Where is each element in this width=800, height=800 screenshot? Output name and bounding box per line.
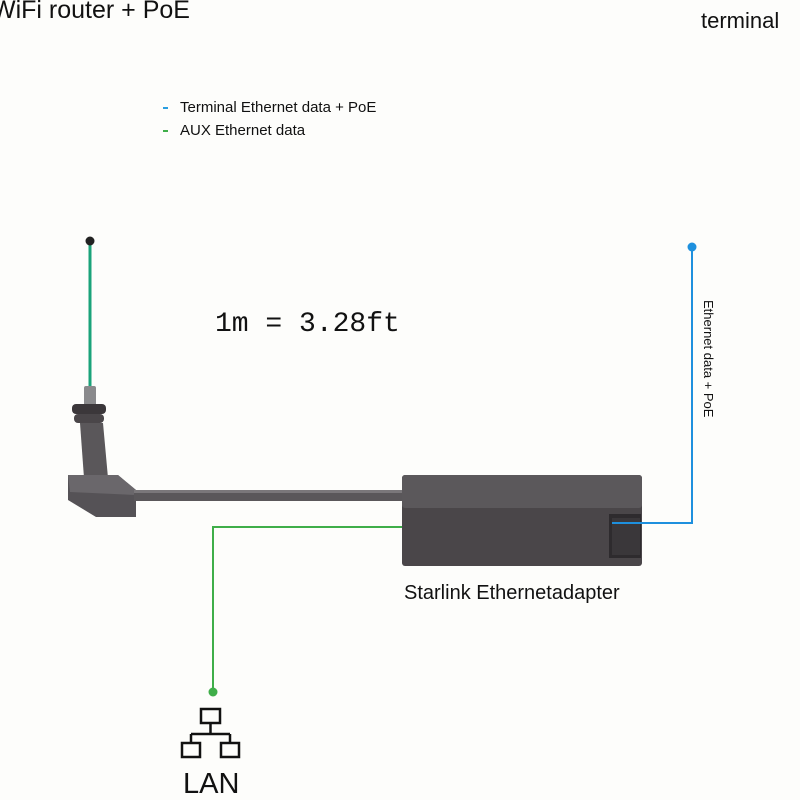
- lan-label: LAN: [183, 768, 240, 800]
- adapter-label: Starlink Ethernetadapter: [404, 582, 620, 604]
- router-label: WiFi router + PoE: [0, 0, 190, 24]
- scale-label: 1m = 3.28ft: [215, 309, 400, 340]
- lan-dot: [208, 687, 218, 697]
- ethernet-adapter: [402, 475, 642, 566]
- legend-item-terminal: Terminal Ethernet data + PoE: [180, 99, 377, 116]
- legend-swatch-green: [163, 130, 168, 132]
- terminal-dot: [687, 242, 697, 252]
- terminal-label: terminal: [701, 8, 780, 33]
- legend-item-aux: AUX Ethernet data: [180, 122, 306, 139]
- ethernet-poe-line: [612, 248, 693, 524]
- ethernet-poe-label: Ethernet data + PoE: [701, 300, 716, 418]
- cable: [134, 490, 406, 501]
- usb-c-connector: [68, 386, 136, 517]
- legend-swatch-blue: [163, 107, 168, 109]
- lan-line: [212, 526, 402, 691]
- network-icon: [180, 707, 241, 759]
- router-dot: [85, 236, 95, 246]
